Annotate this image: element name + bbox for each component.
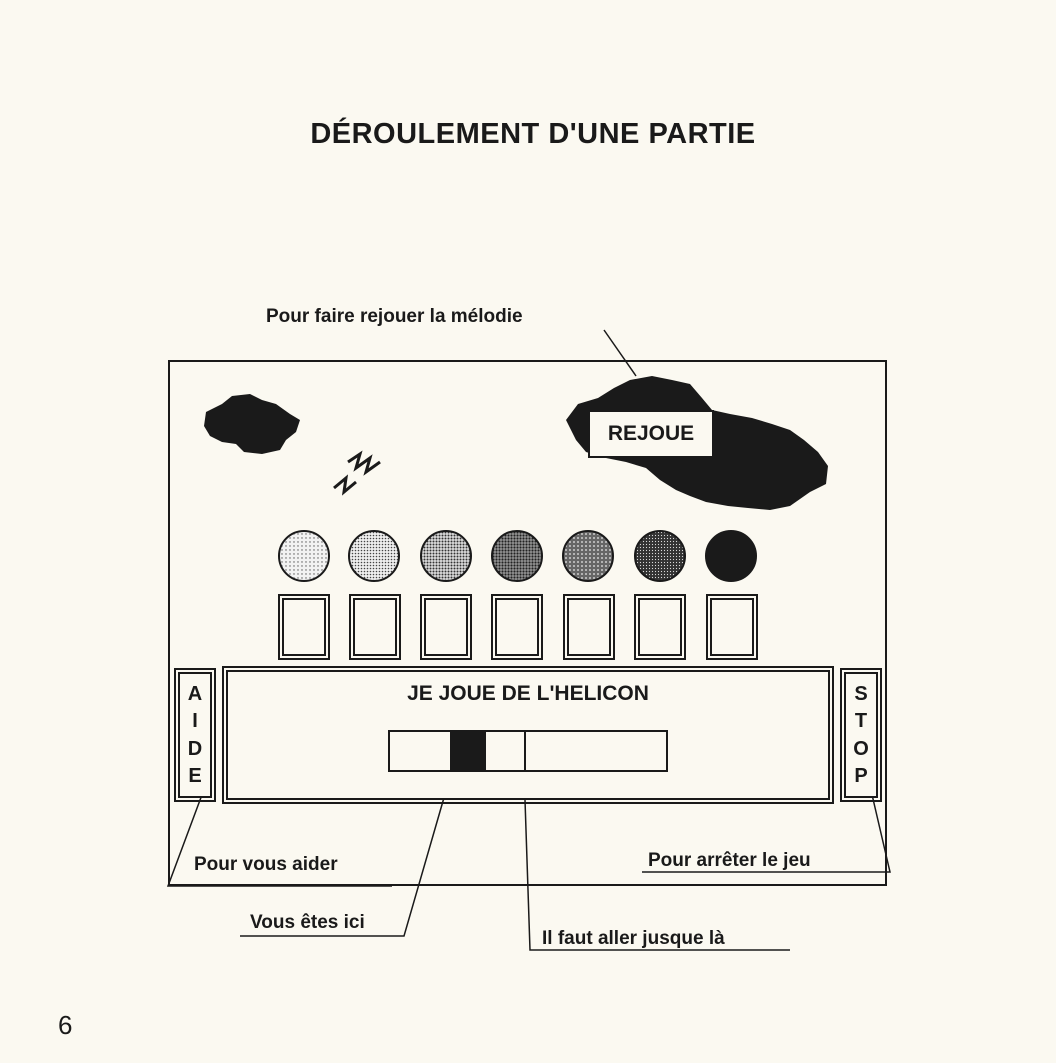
stop-letter: P — [854, 765, 868, 788]
note-slot-7[interactable] — [706, 594, 758, 660]
leader-line-help — [166, 783, 392, 887]
stop-letter: T — [854, 710, 868, 733]
note-slot-5[interactable] — [563, 594, 615, 660]
stop-letter: S — [854, 682, 868, 705]
current-position-marker — [450, 732, 486, 770]
leader-line-here — [240, 769, 453, 937]
page-number: 6 — [58, 1010, 73, 1040]
note-3 — [420, 530, 472, 582]
note-slot-1[interactable] — [278, 594, 330, 660]
note-circles — [278, 530, 757, 582]
note-slot-3[interactable] — [420, 594, 472, 660]
stop-button[interactable]: S T O P — [840, 668, 882, 802]
cloud-icon — [204, 394, 300, 454]
note-7 — [705, 530, 757, 582]
stop-letter: O — [853, 737, 869, 760]
game-title: JE JOUE DE L'HELICON — [407, 682, 649, 705]
note-6 — [634, 530, 686, 582]
leader-line-goal — [523, 769, 790, 951]
replay-button[interactable]: REJOUE — [588, 410, 714, 458]
status-panel: JE JOUE DE L'HELICON — [222, 666, 834, 804]
annotation-here: Vous êtes ici — [250, 912, 365, 933]
help-button[interactable]: A I D E — [174, 668, 216, 802]
note-slot-2[interactable] — [349, 594, 401, 660]
help-letter: A — [187, 682, 203, 705]
help-letter: D — [187, 737, 203, 760]
note-slot-4[interactable] — [491, 594, 543, 660]
note-4 — [491, 530, 543, 582]
bird-icon — [333, 450, 381, 496]
leader-line-stop — [642, 785, 891, 873]
annotation-stop: Pour arrêter le jeu — [648, 850, 811, 871]
page-title: DÉROULEMENT D'UNE PARTIE — [310, 118, 756, 150]
progress-bar — [388, 730, 668, 772]
help-letter: E — [188, 765, 202, 788]
annotation-goal: Il faut aller jusque là — [542, 928, 725, 949]
note-1 — [278, 530, 330, 582]
note-5 — [562, 530, 614, 582]
leader-line — [603, 329, 637, 377]
note-slot-6[interactable] — [634, 594, 686, 660]
note-2 — [348, 530, 400, 582]
annotation-replay: Pour faire rejouer la mélodie — [266, 306, 523, 327]
annotation-help: Pour vous aider — [194, 854, 338, 875]
goal-tick — [524, 732, 526, 770]
help-letter: I — [192, 710, 198, 733]
